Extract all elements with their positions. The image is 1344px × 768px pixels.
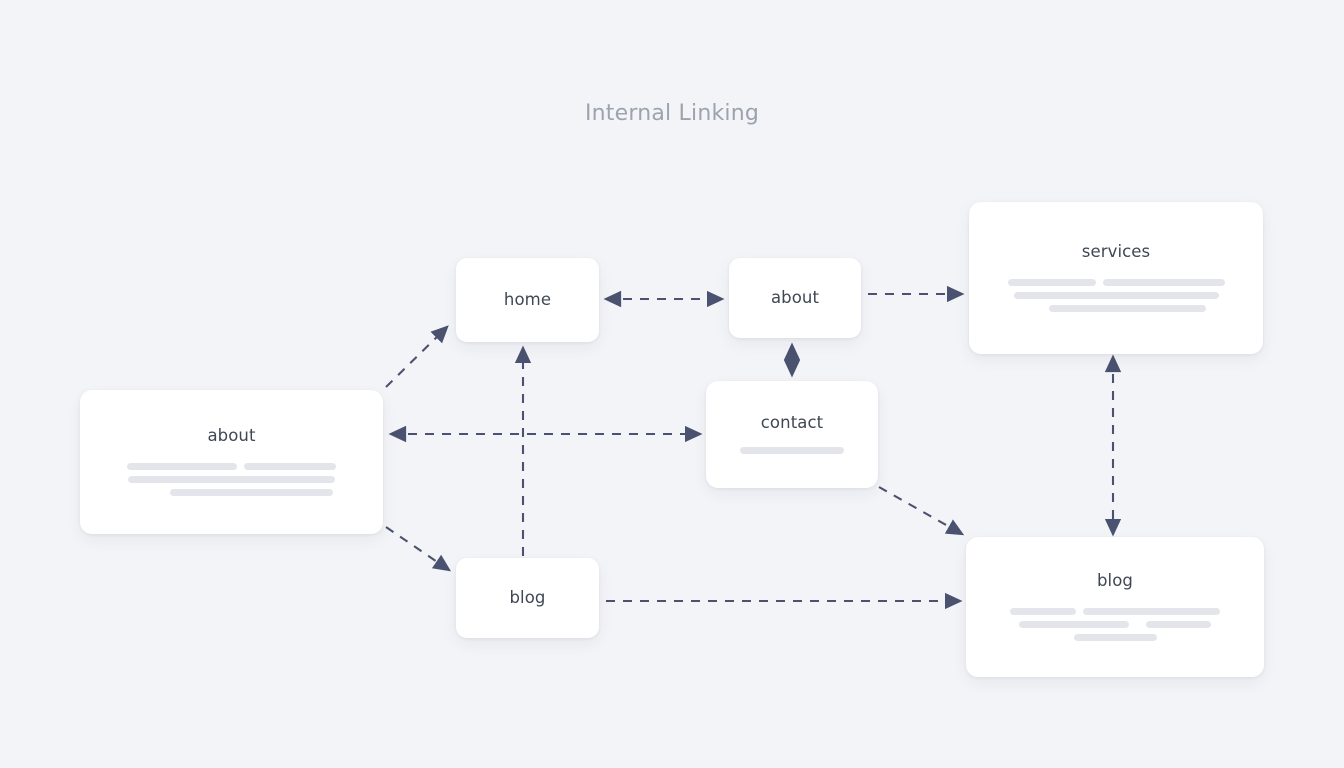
edge-contact-to-blog-big [878,486,965,536]
page-title: Internal Linking [584,101,760,126]
skeleton-bar [127,462,237,470]
skeleton-row [1007,291,1225,299]
node-label: contact [760,413,824,433]
node-label: blog [1096,571,1134,591]
skeleton-bar [1083,607,1220,615]
skeleton-bar [1102,278,1225,286]
node-about-mid[interactable]: about [729,258,861,338]
skeleton-row [1004,633,1226,641]
skeleton-row [1007,278,1225,286]
node-home[interactable]: home [456,258,599,342]
skeleton-placeholder [969,278,1263,312]
node-blog-small[interactable]: blog [456,558,599,638]
skeleton-row [118,462,345,470]
skeleton-bar [740,446,844,454]
skeleton-row [1004,607,1226,615]
node-label: about [770,287,820,307]
skeleton-bar [244,462,336,470]
node-contact[interactable]: contact [706,381,878,488]
skeleton-bar [1146,620,1211,628]
node-services[interactable]: services [969,202,1263,354]
node-label: about [207,426,256,446]
skeleton-bar [1048,304,1206,312]
node-label: services [1081,242,1151,262]
skeleton-row [118,488,345,496]
skeleton-row [118,475,345,483]
skeleton-bar [1073,633,1157,641]
node-label: blog [509,587,546,607]
skeleton-bar [1013,291,1219,299]
skeleton-placeholder [966,607,1264,641]
skeleton-bar [1019,620,1129,628]
skeleton-bar [128,475,335,483]
skeleton-placeholder [80,462,383,496]
skeleton-row [740,446,844,454]
skeleton-row [1007,304,1225,312]
node-about-left[interactable]: about [80,390,383,534]
skeleton-row [1004,620,1226,628]
edge-about-left-to-home [385,325,449,388]
skeleton-bar [1010,607,1076,615]
node-label: home [503,289,552,309]
skeleton-placeholder [706,446,878,454]
skeleton-bar [170,488,333,496]
edge-about-left-to-blog-small [385,526,452,572]
skeleton-bar [1007,278,1096,286]
node-blog-big[interactable]: blog [966,537,1264,677]
